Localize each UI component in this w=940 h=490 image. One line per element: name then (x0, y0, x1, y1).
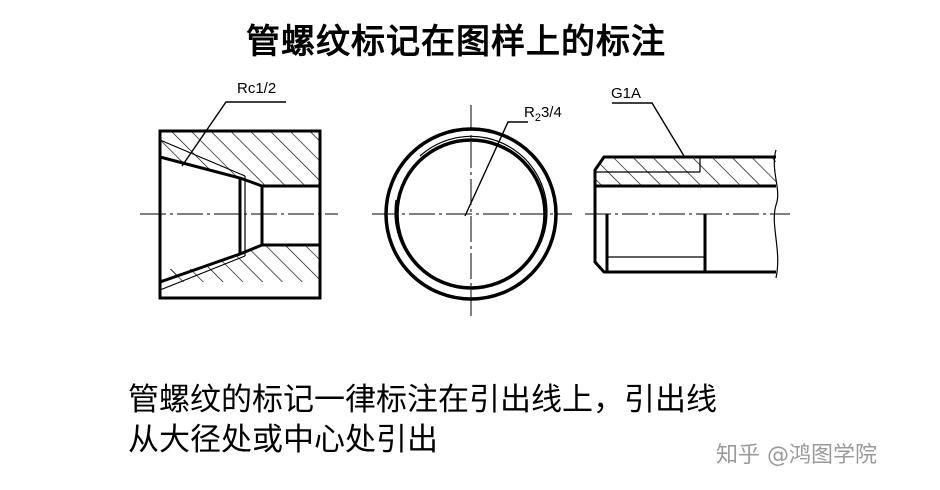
watermark: 知乎 @鸿图学院 (716, 443, 877, 468)
caption-line-2: 从大径处或中心处引出 (128, 422, 438, 458)
label-r2: R23/4 (524, 104, 562, 124)
caption-line-1: 管螺纹的标记一律标注在引出线上，引出线 (128, 382, 717, 418)
internal-thread-section (140, 101, 338, 300)
page-title: 管螺纹标记在图样上的标注 (246, 22, 666, 62)
label-rc: Rc1/2 (237, 80, 276, 97)
caption: 管螺纹的标记一律标注在引出线上，引出线 从大径处或中心处引出 (128, 380, 717, 460)
pipe-end-view (372, 105, 572, 318)
external-thread-view (585, 102, 790, 279)
label-g1a: G1A (611, 85, 641, 102)
